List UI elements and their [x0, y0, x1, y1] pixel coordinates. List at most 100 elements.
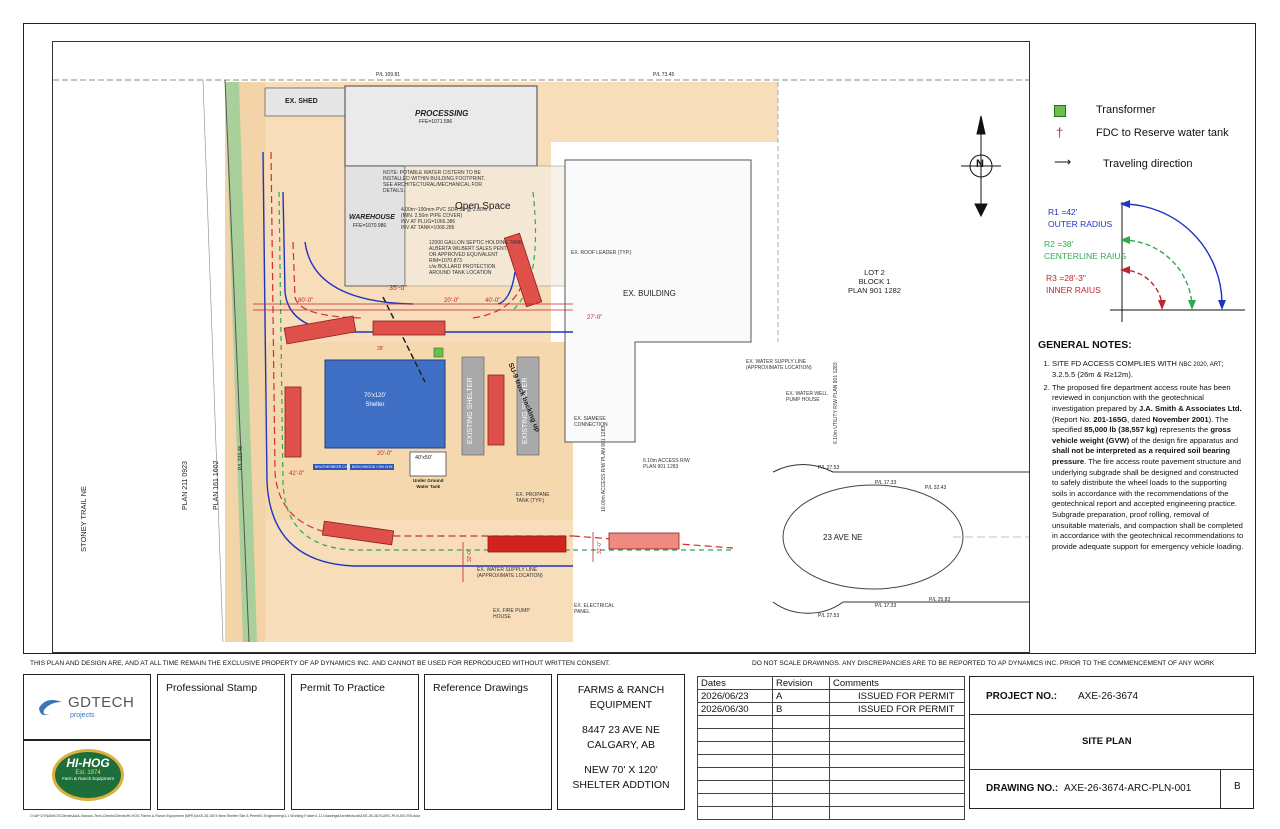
note-line: EX. ELECTRICAL	[574, 603, 615, 609]
sheet-title: SITE PLAN	[1082, 736, 1132, 747]
project-no-label: PROJECT NO.:	[986, 691, 1058, 702]
tank-bar-2	[350, 464, 394, 470]
pl-2753a: P/L 27.53	[818, 465, 840, 471]
lot-line-1: LOT 2	[864, 268, 885, 277]
warehouse-building	[344, 165, 406, 287]
note-line: c/w BOLLARD PROTECTION	[429, 264, 496, 270]
note-line: INV AT TANK=1068.286	[401, 225, 455, 231]
logo-box: GDTECH projects HI-HOG Est. 1974 Farm & …	[23, 674, 151, 810]
site-plan-viewport: EX. SHED PROCESSING FFE=1071.596 WAREHOU…	[52, 41, 1030, 653]
note-line: PANEL	[574, 609, 591, 615]
table-row-empty	[697, 780, 965, 794]
fire-route-green	[278, 191, 733, 551]
drawing-rev: B	[1234, 781, 1241, 792]
note-line: CONNECTION	[574, 422, 608, 428]
plan-161-label: PLAN 161 1602	[213, 460, 220, 510]
hihog-logo: HI-HOG Est. 1974 Farm & Ranch Equipment	[52, 749, 124, 801]
note-water-well: EX. WATER WELL PUMP HOUSE	[786, 391, 828, 403]
warehouse-ffe: FFE=1070.986	[353, 223, 387, 229]
dim-27: 27'-0"	[587, 315, 603, 321]
pl-1733b: P/L 17.33	[875, 603, 897, 609]
rev-date: 2026/06/23	[697, 689, 773, 703]
rev-comment: ISSUED FOR PERMIT	[829, 702, 965, 716]
rev-letter: B	[772, 702, 830, 716]
note-line: (MIN. 2.50m PIPE COVER)	[401, 213, 463, 219]
note-line: EX. WATER WELL	[786, 391, 828, 397]
pl-top-2: P/L 73.45	[653, 72, 675, 78]
note-line: PLAN 901 1283	[643, 464, 679, 470]
note-pipe: 4.00m~100mm PVC SDR 35 @ 2.00% (MIN. 2.5…	[401, 207, 487, 231]
dim-20: 20'-0"	[444, 298, 460, 304]
client-line-2: EQUIPMENT	[589, 699, 653, 711]
revision-table: Dates Revision Comments 2026/06/23 A ISS…	[697, 676, 965, 820]
note-line: EX. PROPANE	[516, 492, 550, 498]
rev-comment: ISSUED FOR PERMIT	[829, 689, 965, 703]
tank-bar-1	[313, 464, 347, 470]
gdtech-swoosh-icon	[39, 700, 62, 716]
reference-label: Reference Drawings	[433, 682, 529, 694]
table-row-empty	[697, 767, 965, 781]
ex-building-label: EX. BUILDING	[623, 289, 676, 298]
hihog-est: Est. 1974	[75, 770, 101, 776]
note-line: (APPROXIMATE LOCATION)	[477, 573, 543, 579]
rev-header-revision: Revision	[772, 676, 830, 690]
r1-value: R1 =42'	[1048, 207, 1078, 217]
legend-travel: Traveling direction	[1103, 158, 1193, 170]
turning-radius-diagram	[1110, 200, 1245, 322]
note-2-5: , dated	[1127, 414, 1153, 424]
pl-2583: P/L 25.83	[929, 597, 951, 603]
note-2-12: shall not be interpreted as a required s…	[1052, 446, 1231, 466]
project-block: PROJECT NO.: AXE-26-3674 SITE PLAN DRAWI…	[969, 676, 1254, 809]
shelter-size: 70'x120'	[364, 393, 386, 399]
note-line: SEE ARCHITECTURAL/MECHANICAL FOR	[383, 182, 482, 188]
file-path: O:\AP DYNAMICS\Clients\AAA-Various-Tech-…	[30, 814, 421, 818]
table-row-empty	[697, 715, 965, 729]
note-1: SITE FD ACCESS COMPLIES WITH NBC 2020, A…	[1052, 359, 1244, 381]
note-line: EX. SIAMESE	[574, 416, 606, 422]
note-line: AROUND TANK LOCATION	[429, 270, 492, 276]
title-row-divider	[970, 769, 1253, 770]
note-water-cistern: NOTE: POTABLE WATER CISTERN TO BE INSTAL…	[383, 170, 485, 194]
r1-name: OUTER RADIUS	[1048, 219, 1113, 229]
note-access-row: 6.10m ACCESS R/W PLAN 901 1283	[643, 458, 690, 470]
r1-label: R1 =42' OUTER RADIUS	[1048, 206, 1112, 230]
tank-bar-1-label: BRUTHERBEER CHN	[315, 465, 351, 469]
reference-box: Reference Drawings	[424, 674, 552, 810]
note-2-2: J.A. Smith & Associates Ltd.	[1138, 403, 1242, 413]
gdtech-name: GDTECH	[68, 694, 135, 711]
general-notes: GENERAL NOTES: SITE FD ACCESS COMPLIES W…	[1038, 340, 1244, 554]
processing-ffe: FFE=1071.596	[419, 119, 453, 125]
plan-211-label: PLAN 211 0923	[182, 461, 189, 510]
rev-letter: A	[772, 689, 830, 703]
professional-stamp-label: Professional Stamp	[166, 682, 258, 694]
pl-1733: P/L 17.33	[875, 480, 897, 486]
road-23-ave	[772, 464, 1029, 614]
truck-backing-path	[382, 296, 426, 383]
water-tank	[409, 451, 447, 477]
note-2-6: November 2001	[1152, 414, 1209, 424]
tank-label: Under Ground Water Tank	[413, 478, 444, 489]
note-line: (APPROXIMATE LOCATION)	[746, 365, 812, 371]
cul-de-sac	[782, 484, 964, 590]
legend-transformer: Transformer	[1096, 104, 1156, 116]
drawing-frame	[23, 23, 1256, 654]
note-roof-leader: EX. ROOF LEADER (TYP.)	[571, 250, 632, 256]
dimension-lines	[253, 303, 594, 582]
lot-label: LOT 2 BLOCK 1 PLAN 901 1282	[848, 268, 901, 295]
transformer-swatch	[1054, 105, 1066, 117]
north-label: N	[976, 158, 984, 170]
note-line: HOUSE	[493, 614, 511, 620]
existing-shelter-1	[461, 356, 485, 456]
tank-label-2: Water Tank	[416, 483, 441, 489]
gdtech-sub: projects	[70, 712, 95, 719]
note-siamese: EX. SIAMESE CONNECTION	[574, 416, 608, 428]
disclaimer-right: DO NOT SCALE DRAWINGS. ANY DISCREPANCIES…	[752, 660, 1215, 667]
note-1-a: SITE FD ACCESS COMPLIES WITH	[1052, 358, 1180, 368]
pl-top-1: P/L 109.81	[376, 72, 401, 78]
property-line-left	[224, 79, 250, 643]
tank-label-1: Under Ground	[413, 478, 444, 483]
fire-trucks	[283, 232, 680, 553]
radius-inner-arc	[1121, 269, 1163, 305]
logo-divider	[24, 739, 150, 741]
ex-shed	[264, 87, 346, 117]
